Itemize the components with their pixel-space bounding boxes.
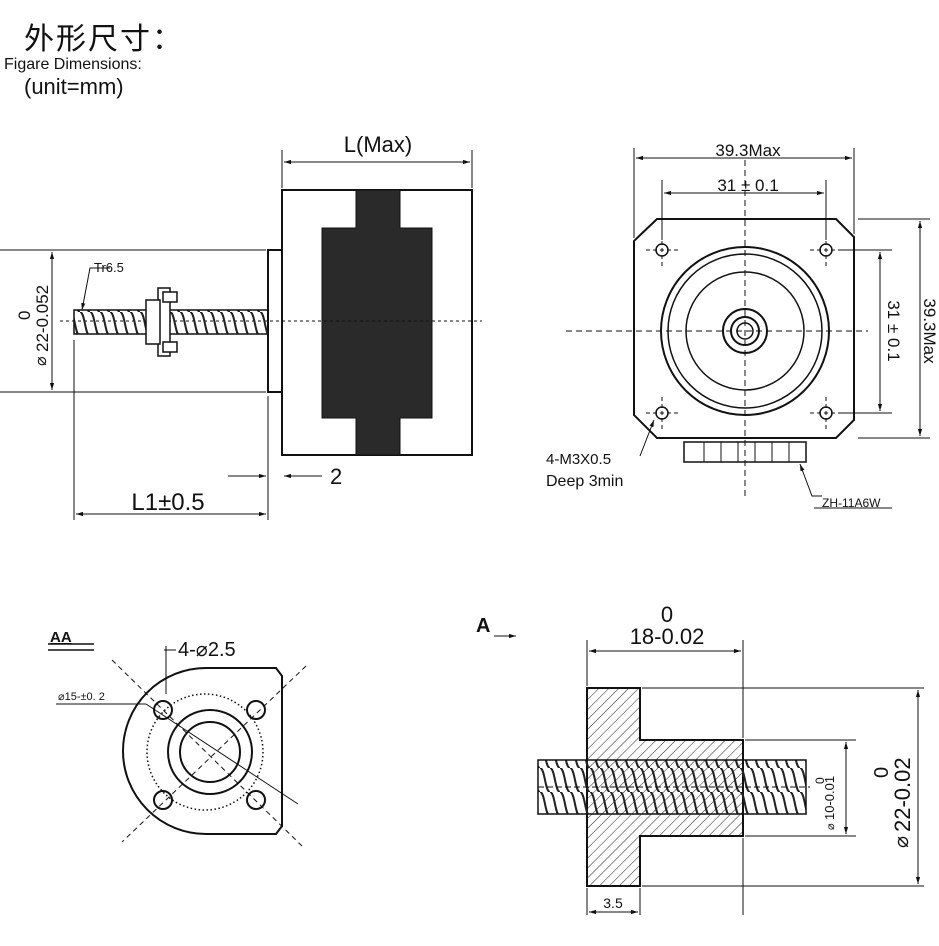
section-flange-label: 3.5 xyxy=(603,895,623,911)
side-flange-label: 2 xyxy=(330,464,342,489)
connector xyxy=(683,441,807,463)
mount-holes xyxy=(655,243,833,420)
section-bore-symbol: ⌀ xyxy=(825,823,837,830)
front-hole-spacing-v: 31 ± 0.1 xyxy=(884,300,903,361)
section-width-label: 18-0.02 xyxy=(630,624,705,649)
front-view xyxy=(566,148,930,509)
nut-end-view xyxy=(48,643,307,847)
section-bore-tol: 0 xyxy=(813,777,827,784)
section-arrow-label: A xyxy=(476,615,490,637)
nut-holes-label: 4-⌀2.5 xyxy=(178,639,236,661)
nut-pcd-label: ⌀15-±0. 2 xyxy=(58,691,105,703)
side-view xyxy=(0,150,482,520)
section-od-group: ⌀ 22-0.02 0 xyxy=(871,757,915,848)
front-connector-label: ZH-11A6W xyxy=(822,496,881,510)
screw-nut xyxy=(145,287,178,357)
header-unit: (unit=mm) xyxy=(24,74,124,99)
front-width-label: 39.3Max xyxy=(715,141,781,160)
lead-screw xyxy=(73,309,269,335)
section-bore-group: ⌀ 10-0.01 0 xyxy=(813,776,837,830)
header-title-en: Figare Dimensions: xyxy=(4,56,142,73)
front-plate xyxy=(633,218,855,439)
section-width-tol: 0 xyxy=(661,602,673,627)
front-hole-spec: 4-M3X0.5 xyxy=(546,451,611,468)
side-shaft-label: L1±0.5 xyxy=(131,489,204,516)
nut-section-view xyxy=(494,633,924,915)
front-hole-depth: Deep 3min xyxy=(546,473,623,490)
front-hole-spacing-h: 31 ± 0.1 xyxy=(717,176,778,195)
stator-core xyxy=(321,189,433,456)
header-title-cn: 外形尺寸： xyxy=(24,22,184,57)
side-dia-symbol: ⌀ xyxy=(33,356,50,366)
section-od-label: 22-0.02 xyxy=(890,757,915,832)
nut-flange-outline xyxy=(122,667,283,835)
front-height-label: 39.3Max xyxy=(920,298,939,364)
section-od-tol: 0 xyxy=(871,767,893,778)
side-dia-tol: 0 xyxy=(15,311,34,320)
nut-section-label: AA xyxy=(50,629,72,646)
section-od-symbol: ⌀ xyxy=(891,836,913,848)
side-length-label: L(Max) xyxy=(344,132,412,157)
side-dia-label: 22-0.052 xyxy=(33,285,52,352)
side-dia-group: 0 ⌀ 22-0.052 xyxy=(15,285,52,366)
side-thread-label: Tr6.5 xyxy=(94,260,124,275)
nut-holes xyxy=(153,700,266,810)
section-bore-label: 10-0.01 xyxy=(822,776,837,820)
